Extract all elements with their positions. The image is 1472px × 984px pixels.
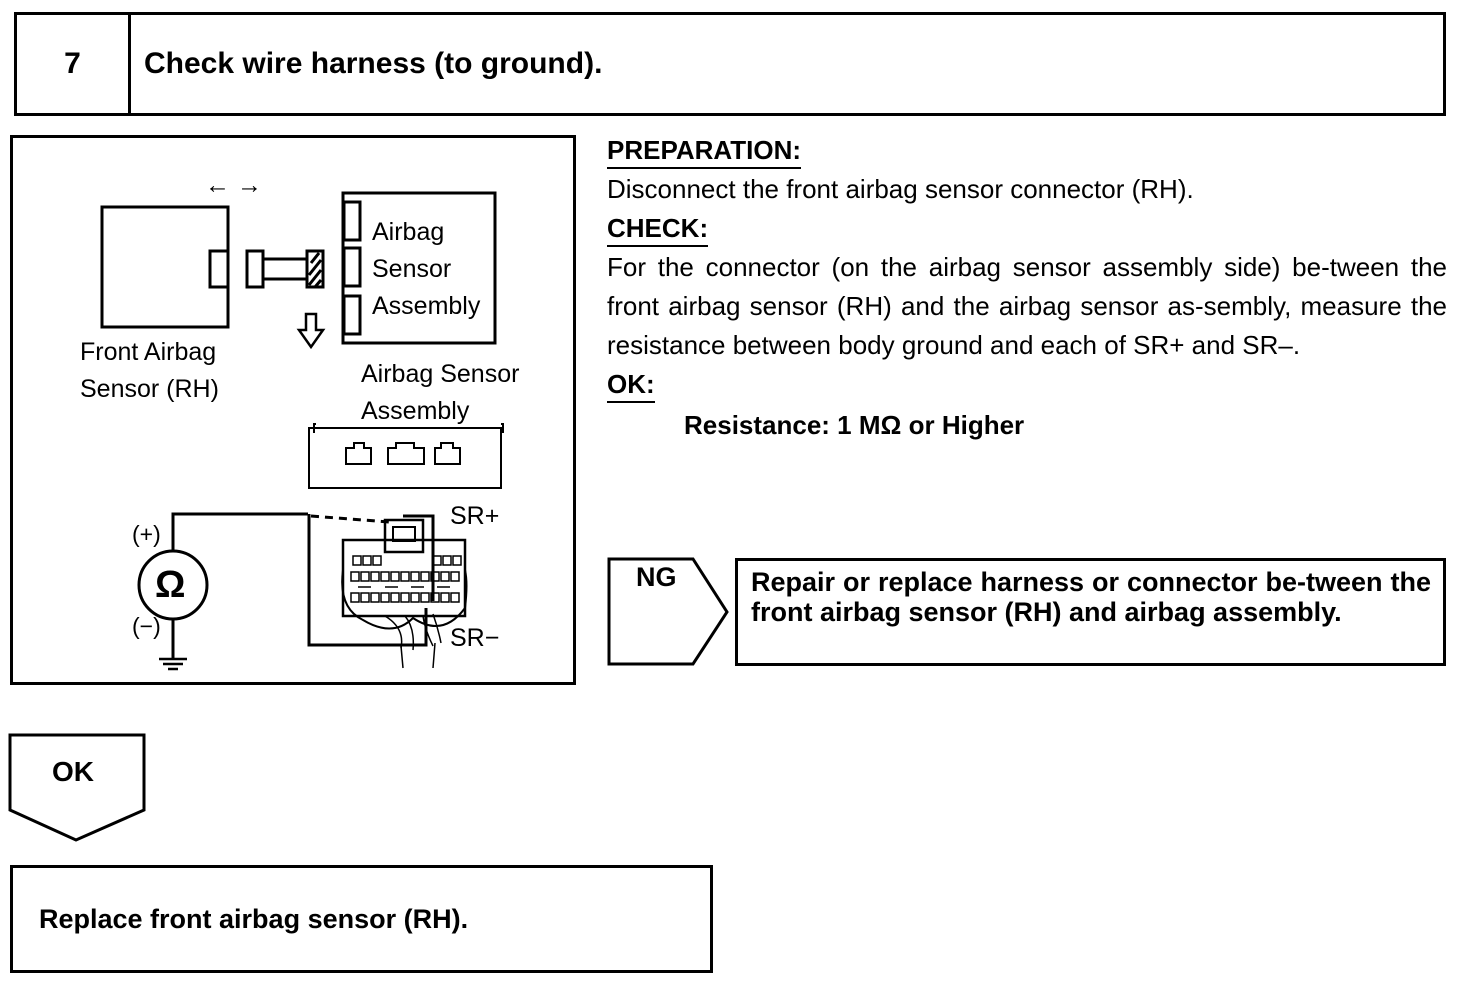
harness-plug-left [245, 249, 265, 289]
front-sensor-label: Front Airbag Sensor (RH) [80, 338, 219, 403]
assembly-box-label: Airbag Sensor Assembly [372, 218, 481, 320]
preparation-text: Disconnect the front airbag sensor conne… [607, 174, 1194, 204]
ok-arrow-tag [8, 733, 146, 842]
connector-top-view [308, 427, 502, 489]
ok-spec: Resistance: 1 MΩ or Higher [684, 410, 1025, 440]
negative-terminal-label: (−) [132, 613, 161, 639]
result-text: Replace front airbag sensor (RH). [39, 903, 469, 934]
wiring-illustration: ← → Front Airbag Sensor (RH) Airbag Sens… [10, 135, 576, 685]
check-text: For the connector (on the airbag sensor … [607, 252, 1447, 360]
connector-diagram [100, 191, 504, 671]
instructions-panel: PREPARATION: Disconnect the front airbag… [607, 131, 1447, 445]
result-box: Replace front airbag sensor (RH). [10, 865, 713, 973]
step-number: 7 [17, 15, 131, 113]
ohm-symbol: Ω [155, 564, 186, 606]
front-sensor-connector [208, 249, 230, 289]
connection-arrows: ← → [205, 171, 262, 199]
positive-terminal-label: (+) [132, 521, 161, 547]
harness-wire [261, 257, 309, 281]
assembly-connector-label: Airbag Sensor Assembly [361, 360, 520, 425]
ng-arrow-tag [607, 557, 729, 666]
sr-plus-label: SR+ [450, 502, 500, 530]
preparation-heading: PREPARATION: [607, 134, 802, 169]
check-heading: CHECK: [607, 212, 709, 247]
probe-wire-plus [171, 512, 308, 551]
ng-action-box: Repair or replace harness or connector b… [735, 558, 1446, 666]
step-header: 7 Check wire harness (to ground). [14, 12, 1446, 116]
sr-minus-label: SR− [450, 624, 500, 652]
ok-label: OK [52, 756, 94, 787]
ok-heading: OK: [607, 368, 655, 403]
step-title: Check wire harness (to ground). [144, 47, 603, 80]
down-arrow [296, 312, 326, 350]
ng-label: NG [636, 562, 677, 592]
